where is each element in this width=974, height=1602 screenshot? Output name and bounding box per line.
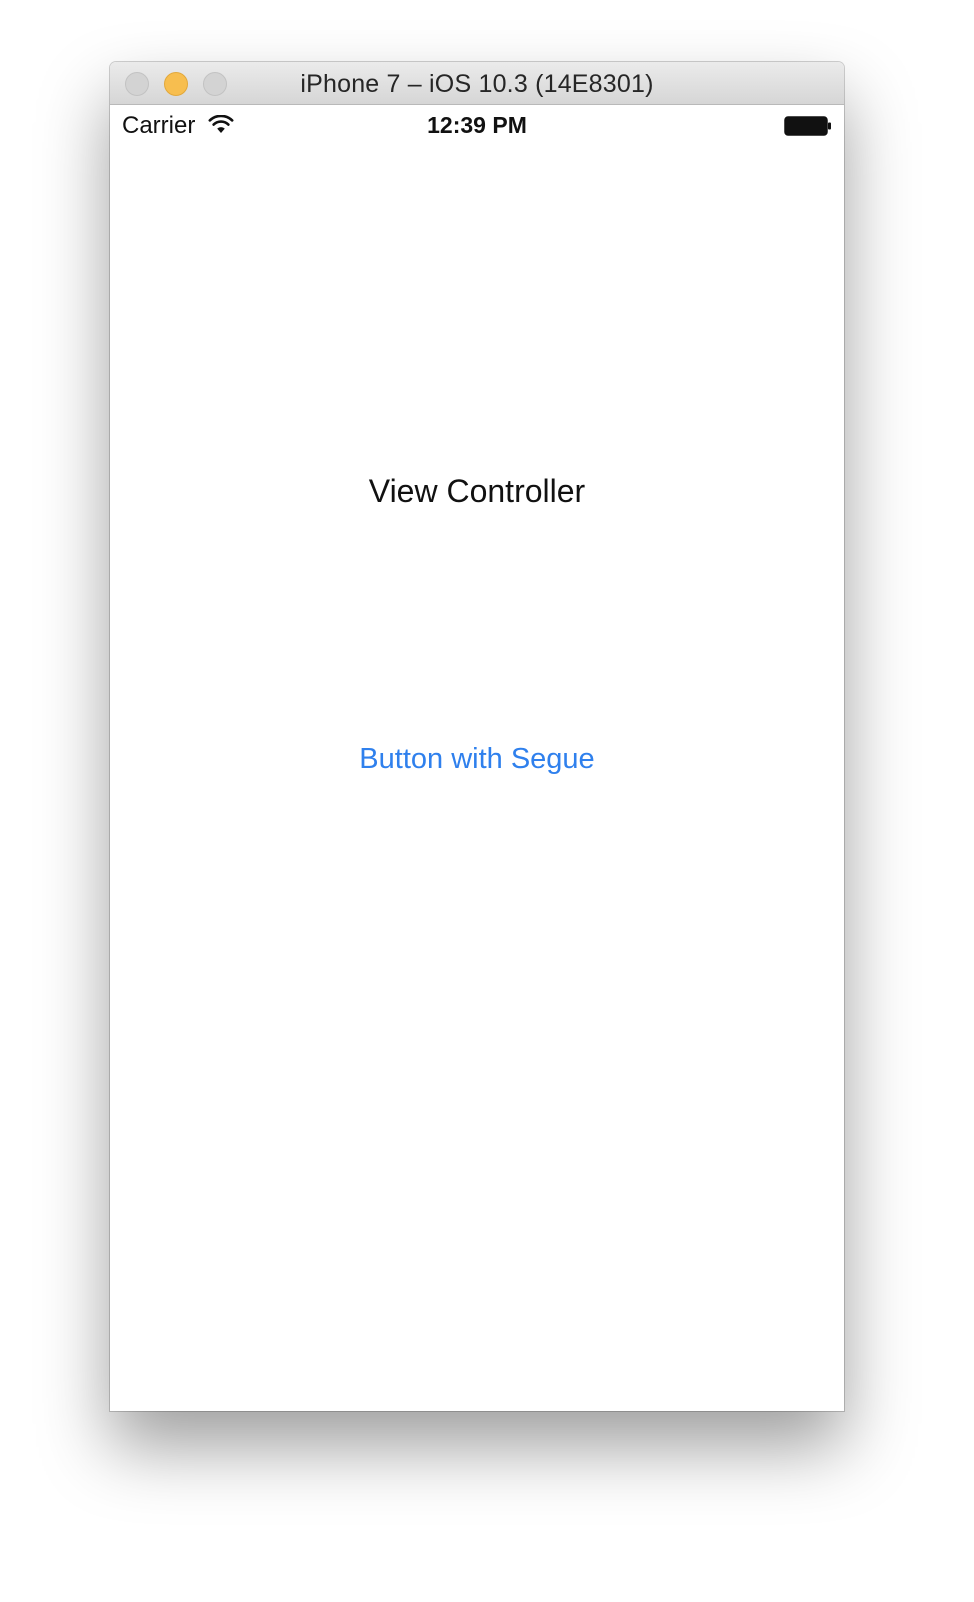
- simulator-window: iPhone 7 – iOS 10.3 (14E8301) Carrier 12…: [110, 62, 844, 1411]
- status-time: 12:39 PM: [427, 112, 527, 138]
- battery-full-icon: [784, 116, 831, 136]
- carrier-label: Carrier: [122, 112, 196, 139]
- minimize-button[interactable]: [164, 72, 188, 96]
- status-bar: Carrier 12:39 PM: [110, 105, 844, 145]
- wifi-icon: [208, 115, 234, 133]
- segue-button[interactable]: Button with Segue: [327, 739, 627, 779]
- device-screen: Carrier 12:39 PM View Controller Button …: [110, 105, 844, 1411]
- view-controller-title: View Controller: [368, 473, 586, 509]
- close-button[interactable]: [125, 72, 149, 96]
- title-bar[interactable]: iPhone 7 – iOS 10.3 (14E8301): [110, 62, 844, 105]
- window-title: iPhone 7 – iOS 10.3 (14E8301): [300, 70, 654, 98]
- zoom-button[interactable]: [203, 72, 227, 96]
